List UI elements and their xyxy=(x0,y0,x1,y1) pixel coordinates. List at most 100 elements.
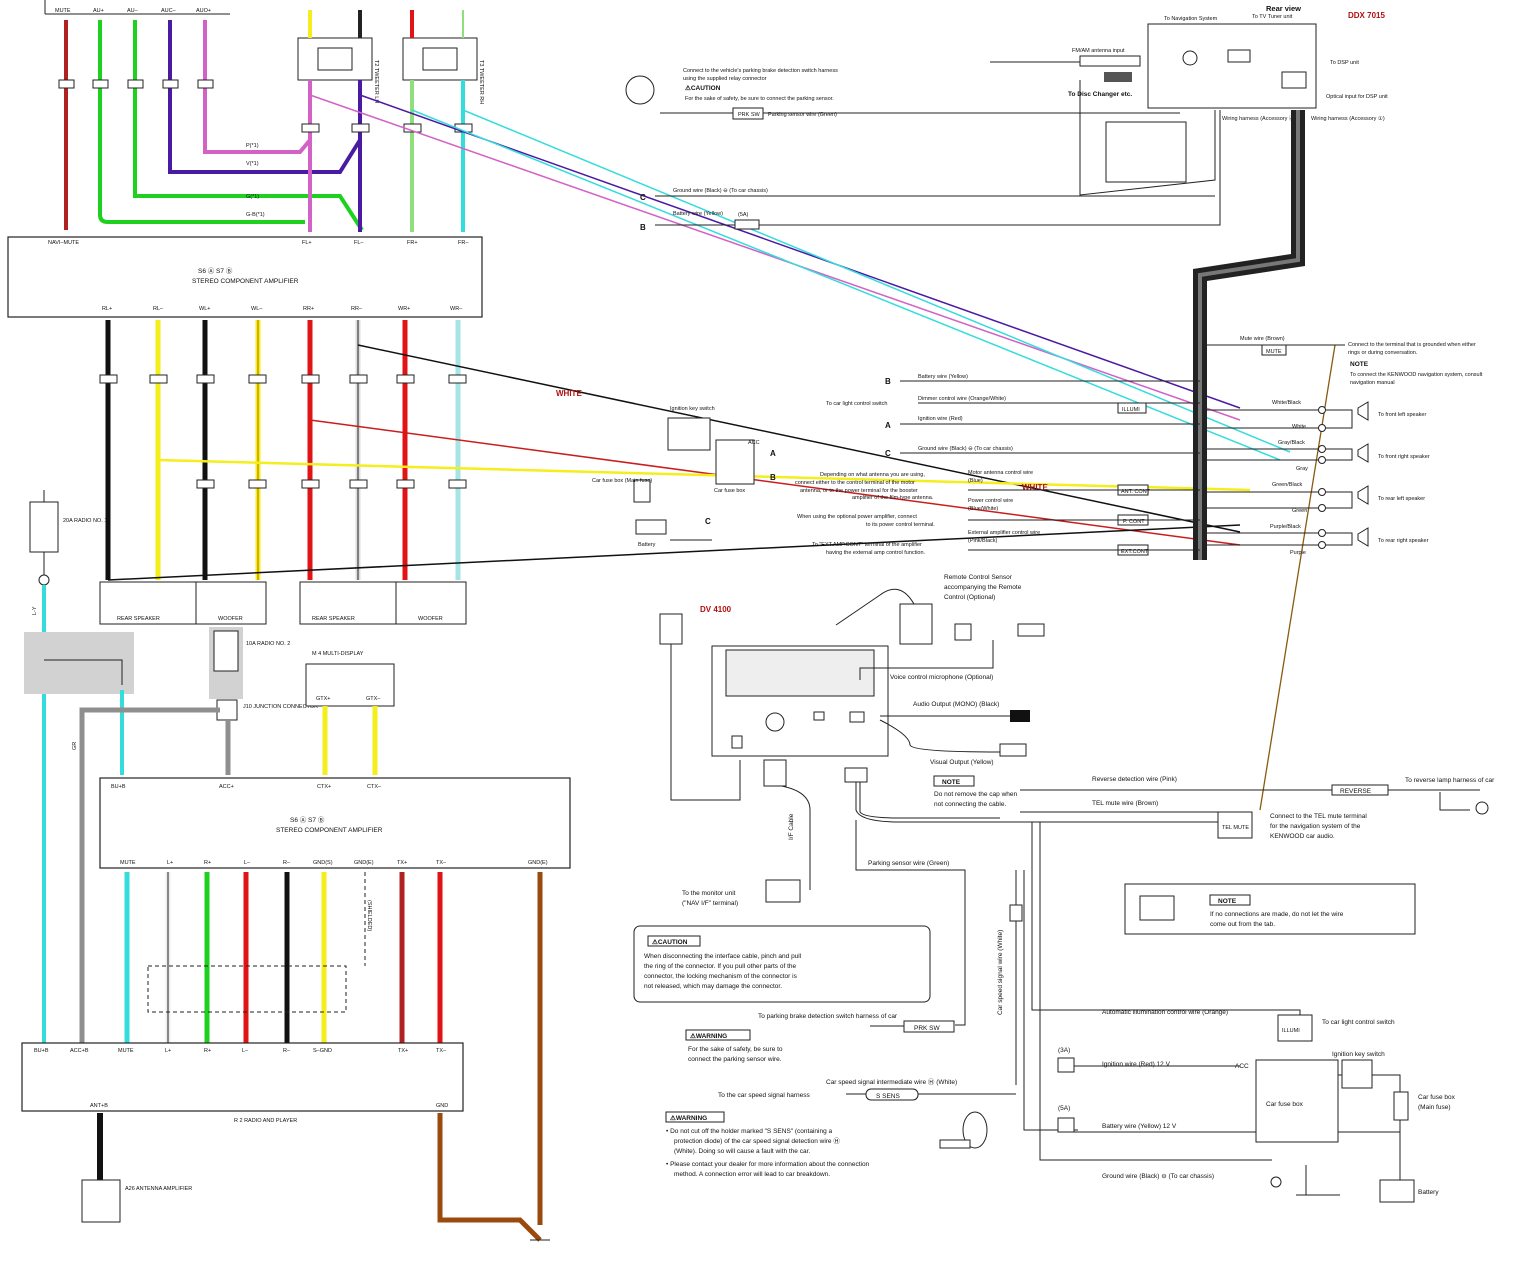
amp-out-wl-plus: WL+ xyxy=(199,306,210,312)
ddx-disc-changer: To Disc Changer etc. xyxy=(1068,91,1132,98)
ddx-motor-antenna-2: (Blue) xyxy=(968,478,983,484)
junction-label: J10 JUNCTION CONNECTOR xyxy=(243,704,318,710)
crossover-wires xyxy=(107,94,1336,811)
ddx-to-dsp: To DSP unit xyxy=(1330,60,1359,66)
ddx-mute-wire: Mute wire (Brown) xyxy=(1240,336,1285,342)
ddx-rear-right: To rear right speaker xyxy=(1378,538,1429,544)
dv-to-speed: To the car speed signal harness xyxy=(718,1092,811,1099)
ddx-prk-sw: PRK SW xyxy=(738,112,761,118)
wire-code-p1: P(*1) xyxy=(246,143,259,149)
tweeter-lh-label: T2 TWEETER LH xyxy=(373,60,379,103)
multi-display-label: M 4 MULTI-DISPLAY xyxy=(312,651,364,657)
dv-car-speed-white: Car speed signal wire (White) xyxy=(997,930,1004,1015)
multi-pin-gtx-minus: GTX– xyxy=(366,696,381,702)
dv-warning: ⚠WARNING xyxy=(690,1032,727,1040)
ddx-car-fuse-main: Car fuse box (Main fuse) xyxy=(592,478,652,484)
radio-pin-txp: TX+ xyxy=(398,1048,408,1054)
dv-caution-1: When disconnecting the interface cable, … xyxy=(644,953,802,960)
dv-tel-note-3: KENWOOD car audio. xyxy=(1270,833,1335,840)
dv-note2-1: If no connections are made, do not let t… xyxy=(1210,911,1344,918)
ddx-note-2: navigation manual xyxy=(1350,380,1395,386)
wire-code-g1: G(*1) xyxy=(246,194,259,200)
amp2-bottom-txm: TX– xyxy=(436,860,447,866)
ddx-b-top: B xyxy=(640,223,646,232)
dv-auto-illum: Automatic illumination control wire (Ora… xyxy=(1102,1009,1228,1016)
dv-to-light: To car light control switch xyxy=(1322,1019,1395,1026)
ddx-note-1: To connect the KENWOOD navigation system… xyxy=(1350,372,1483,378)
amp2-pin-ctx-plus: CTX+ xyxy=(317,784,331,790)
amp1-pin-fr-minus: FR– xyxy=(458,240,469,246)
ddx-purple-black: Purple/Black xyxy=(1270,524,1301,530)
wire-code-v1: V(*1) xyxy=(246,161,259,167)
ddx-rear-left: To rear left speaker xyxy=(1378,496,1425,502)
dv-warn-2: connect the parking sensor wire. xyxy=(688,1056,782,1063)
amp2-bottom-mute: MUTE xyxy=(120,860,136,866)
ddx-section: DDX 7015 Rear view To Navigation System … xyxy=(592,4,1483,560)
ddx-power-control-2: (Blue/White) xyxy=(968,506,998,512)
ddx-motor-antenna: Motor antenna control wire xyxy=(968,470,1033,476)
dv-remote-3: Control (Optional) xyxy=(944,594,995,601)
dv-to-monitor-2: ("NAV I/F" terminal) xyxy=(682,900,738,907)
dv-warning-2: ⚠WARNING xyxy=(670,1114,707,1122)
ddx-ant-cont: ANT. CONT xyxy=(1121,489,1151,495)
dv-voice-mic: Voice control microphone (Optional) xyxy=(890,674,993,681)
dv-reverse: Reverse detection wire (Pink) xyxy=(1092,776,1177,783)
ddx-car-fuse-box: Car fuse box xyxy=(714,488,745,494)
dv-section: DV 4100 Remote Control Sensor accompanyi… xyxy=(633,574,1495,1203)
speaker-woofer-left: WOOFER xyxy=(218,616,243,622)
radio-pin-rp: R+ xyxy=(204,1048,211,1054)
tweeter-rh-label: T3 TWEETER RH xyxy=(478,60,484,104)
dv-car-fuse-main-2: (Main fuse) xyxy=(1418,1104,1451,1111)
wire-code-gb1: G-B(*1) xyxy=(246,212,265,218)
radio-pin-lm: L– xyxy=(242,1048,249,1054)
amp2-bottom-gnde: GND(E) xyxy=(354,860,374,866)
dv-illumi: ILLUMI xyxy=(1282,1028,1300,1034)
amp2-bottom-gnds: GND(S) xyxy=(313,860,333,866)
radio-pin-sgnd: S–GND xyxy=(313,1048,332,1054)
amp1-title: STEREO COMPONENT AMPLIFIER xyxy=(192,278,299,285)
amp2-bottom-gnde2: GND(E) xyxy=(528,860,548,866)
dv-caution: ⚠CAUTION xyxy=(652,938,688,946)
ddx-fm-am: FM/AM antenna input xyxy=(1072,48,1125,54)
ddx-b-label: B xyxy=(770,473,776,482)
wire-code-gr: GR xyxy=(72,742,78,750)
dv-caution-3: connector, the locking mechanism of the … xyxy=(644,973,798,980)
dv-battery-wire: Battery wire (Yellow) 12 V xyxy=(1102,1123,1177,1130)
ddx-c-label: C xyxy=(705,517,711,526)
dv-tel-mute: TEL mute wire (Brown) xyxy=(1092,800,1158,807)
ddx-ground-wire: Ground wire (Black) ⊖ (To car chassis) xyxy=(673,188,768,194)
ddx-ignition-key: Ignition key switch xyxy=(670,406,715,412)
ddx-to-light: To car light control switch xyxy=(826,401,887,407)
ddx-to-nav: To Navigation System xyxy=(1164,16,1218,22)
dv-note2: NOTE xyxy=(1218,898,1237,905)
ddx-ext-note-2: having the external amp control function… xyxy=(826,550,926,556)
top-pin-auo: AUO+ xyxy=(196,8,211,14)
dv-remote-1: Remote Control Sensor xyxy=(944,574,1013,581)
dv-reverse-box: REVERSE xyxy=(1340,788,1372,795)
ddx-optical-dsp: Optical input for DSP unit xyxy=(1326,94,1388,100)
top-pin-mute: MUTE xyxy=(55,8,71,14)
top-pin-auc: AUC– xyxy=(161,8,177,14)
ddx-fuse-5a: (5A) xyxy=(738,212,749,218)
dv-remote-2: accompanying the Remote xyxy=(944,584,1022,591)
dv-to-parking: To parking brake detection switch harnes… xyxy=(758,1013,898,1020)
ddx-parking-text-1: Connect to the vehicle's parking brake d… xyxy=(683,68,838,74)
amp1-pin-navi-mute: NAVI–MUTE xyxy=(48,240,79,246)
toyota-section: MUTE AU+ AU– AUC– AUO+ T2 TWEETER LH T3 … xyxy=(7,0,571,1242)
dv-warn-1: For the sake of safety, be sure to xyxy=(688,1046,783,1053)
dv-parking: Parking sensor wire (Green) xyxy=(868,860,949,867)
dv-ign-3a: (3A) xyxy=(1058,1047,1070,1054)
dv-note2-2: come out from the tab. xyxy=(1210,921,1275,928)
ddx-front-right: To front right speaker xyxy=(1378,454,1430,460)
overlay-white-2: WHITE xyxy=(1022,483,1048,492)
ddx-caution-text: For the sake of safety, be sure to conne… xyxy=(685,96,834,102)
dv-audio-out: Audio Output (MONO) (Black) xyxy=(913,701,999,708)
dv-caution-2: the ring of the connector. If you pull o… xyxy=(644,963,797,970)
ddx-p-cont: P. CONT xyxy=(1123,519,1145,525)
ddx-parking-sensor: Parking sensor wire (Green) xyxy=(768,112,837,118)
ddx-antenna-note-4: amplifier of the film-type antenna. xyxy=(852,495,934,501)
overlay-white-1: WHITE xyxy=(556,389,582,398)
ddx-ext-amp-2: (Pink/Black) xyxy=(968,538,998,544)
dv-speed-int: Car speed signal intermediate wire Ⓗ (Wh… xyxy=(826,1078,957,1086)
